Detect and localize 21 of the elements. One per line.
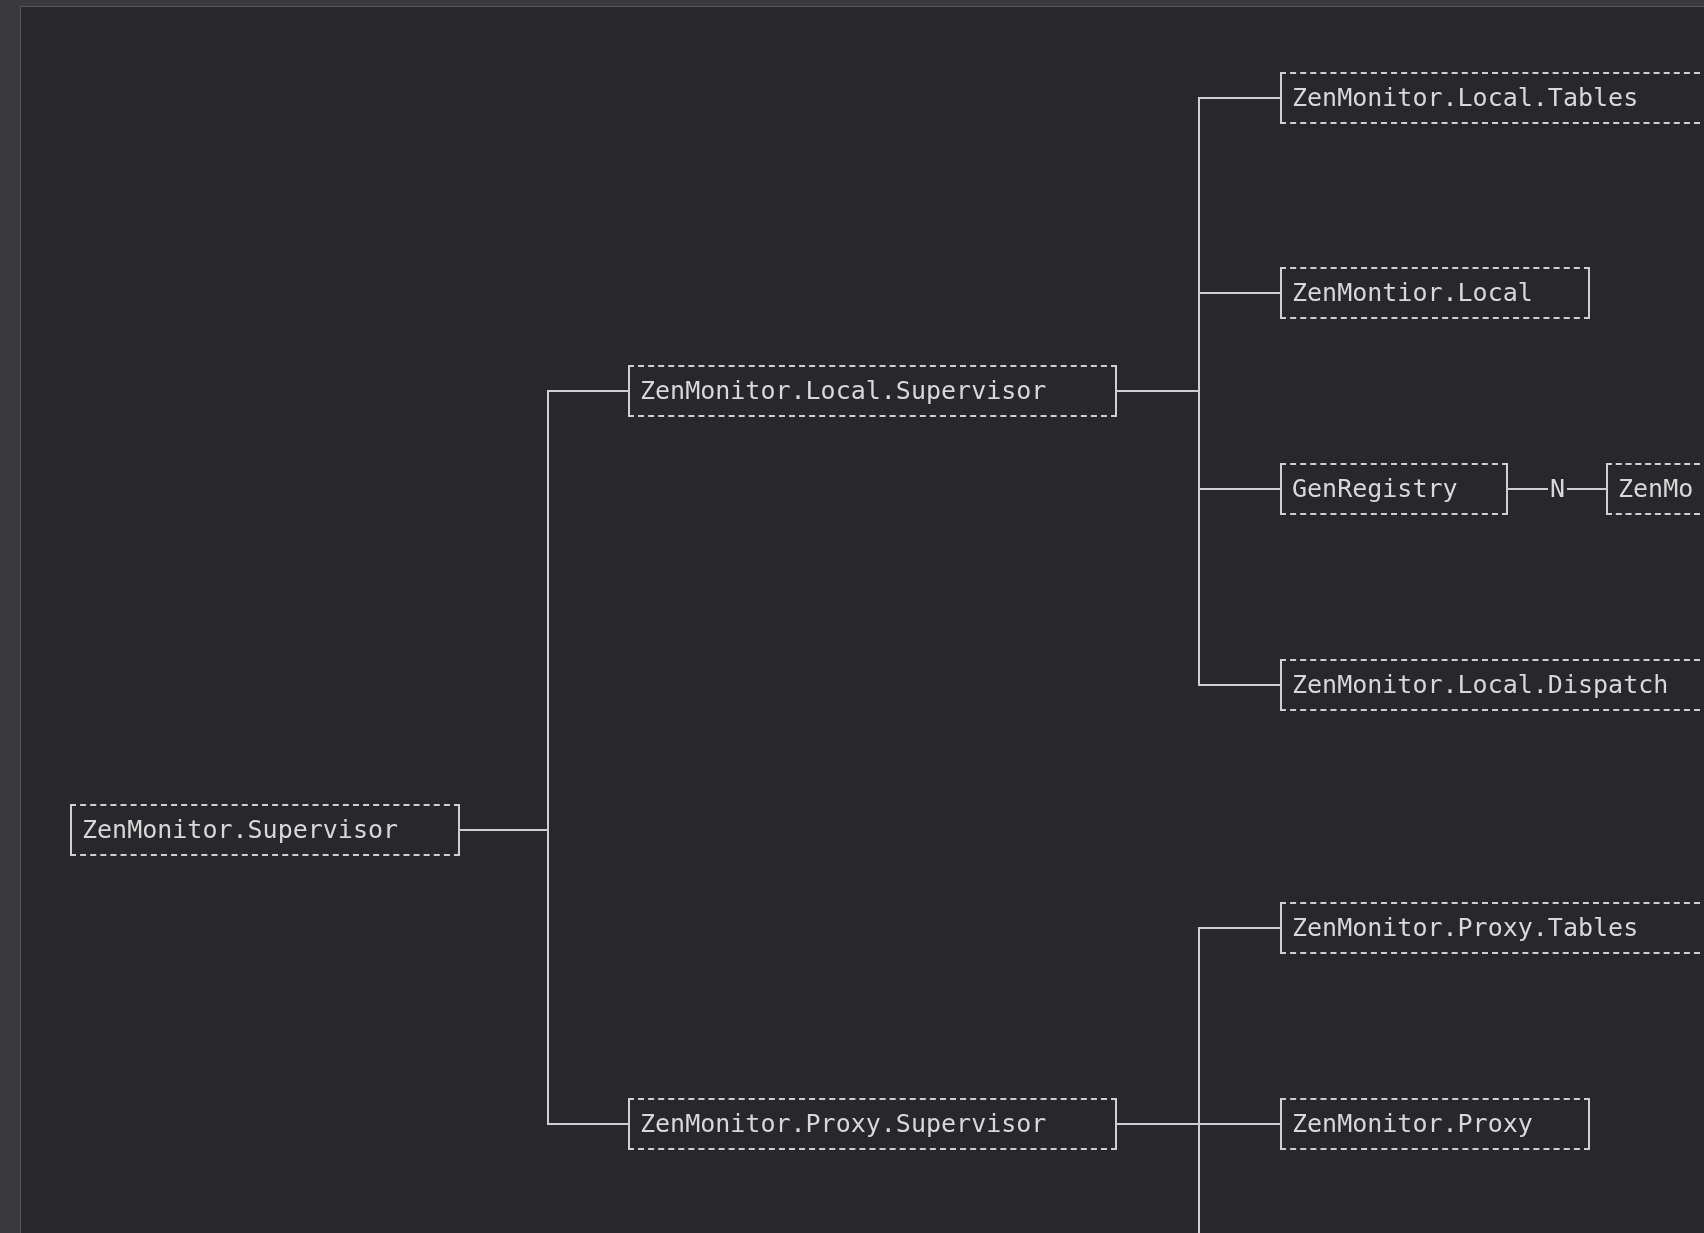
module-box [1280, 659, 1700, 711]
module-name: ZenMonitor.Supervisor [81, 814, 400, 846]
module-box [628, 1098, 1117, 1150]
module-name: ZenMo [1617, 473, 1695, 505]
module-box [1280, 463, 1508, 515]
module-name: GenRegistry [1291, 473, 1459, 505]
module-box [1280, 1098, 1590, 1150]
module-box [628, 365, 1117, 417]
module-box [1280, 902, 1700, 954]
module-name: ZenMonitor.Local.Supervisor [639, 375, 1048, 407]
module-box [70, 804, 460, 856]
module-name: ZenMonitor.Local.Tables [1291, 82, 1640, 114]
module-name: ZenMonitor.Proxy.Supervisor [639, 1108, 1048, 1140]
module-name: ZenMonitor.Local.Dispatch [1291, 669, 1670, 701]
module-name: ZenMontior.Local [1291, 277, 1534, 309]
connector-line [1116, 1123, 1200, 1233]
module-name: ZenMonitor.Proxy [1291, 1108, 1534, 1140]
module-box [1606, 463, 1700, 515]
module-box [1280, 72, 1700, 124]
module-box [1280, 267, 1590, 319]
module-name: ZenMonitor.Proxy.Tables [1291, 912, 1640, 944]
